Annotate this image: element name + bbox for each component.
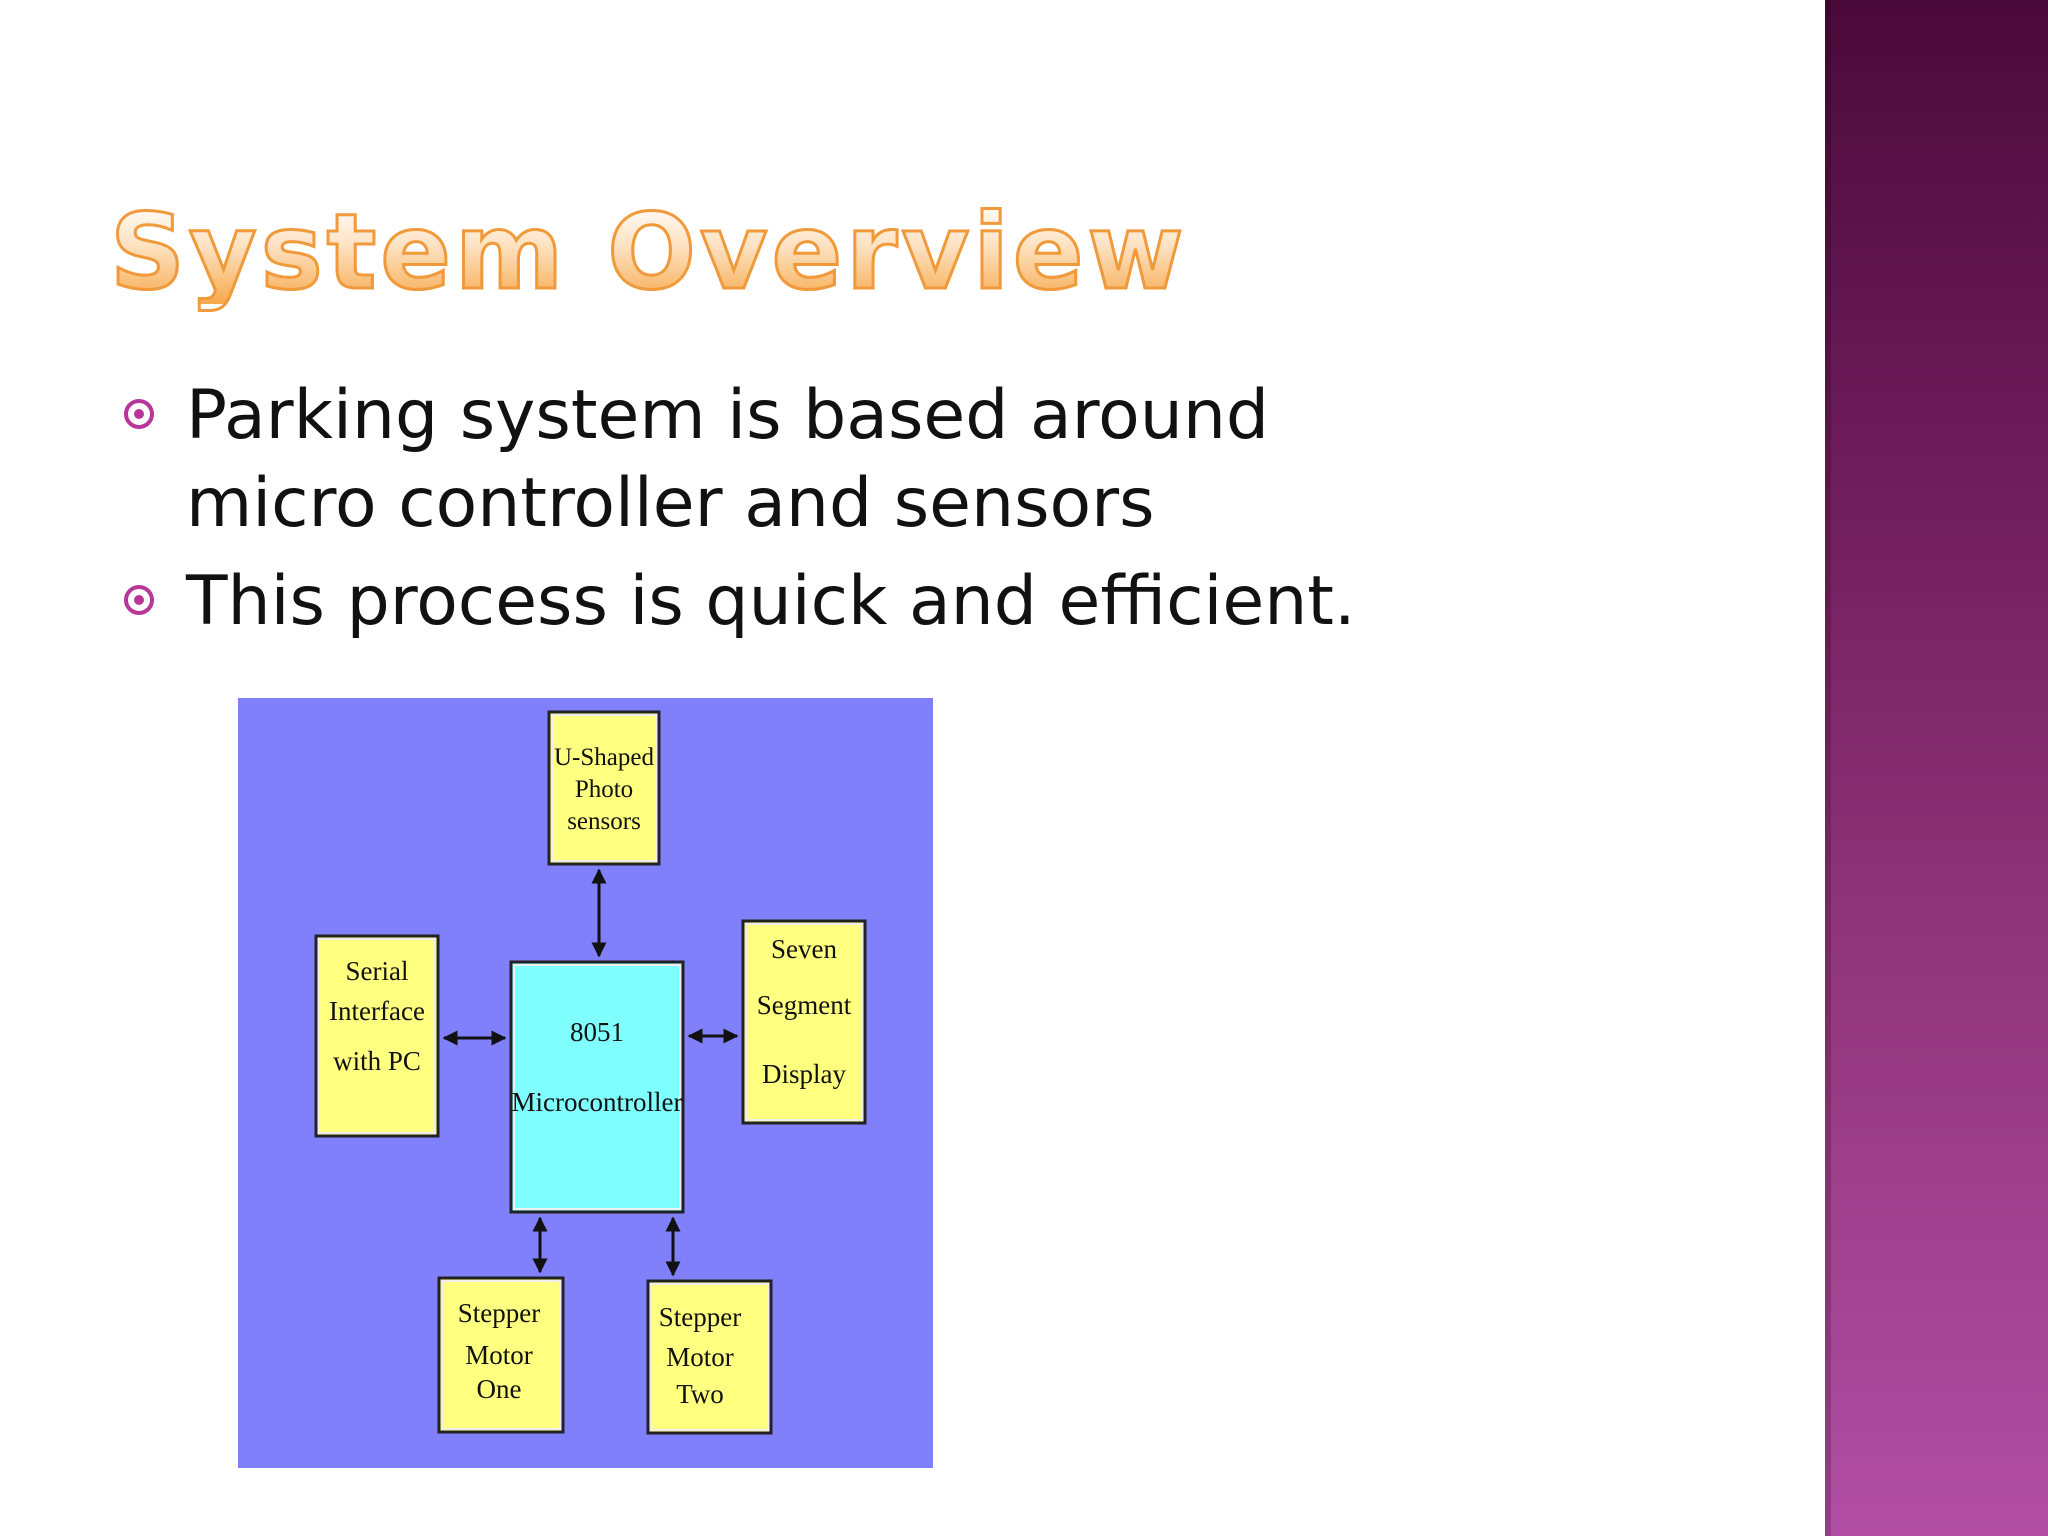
display-line-1: Seven: [771, 934, 837, 964]
motor-two-line-1: Stepper: [659, 1302, 741, 1332]
bullet-text: Parking system is based around micro con…: [186, 376, 1270, 543]
motor-two-line-3: Two: [676, 1379, 724, 1409]
photo-sensors-line-1: U-Shaped: [554, 744, 654, 771]
slide-title: System Overview: [109, 191, 1188, 313]
photo-sensors-line-2: Photo: [575, 776, 633, 803]
bullet-list: Parking system is based around micro con…: [120, 372, 1440, 656]
block-diagram: U-Shaped Photo sensors Serial Interface …: [238, 698, 933, 1468]
seven-segment-block: Seven Segment Display: [741, 919, 867, 1125]
motor-one-line-1: Stepper: [458, 1298, 540, 1328]
radio-bullet-icon: [124, 399, 154, 429]
motor-two-line-2: Motor: [666, 1342, 734, 1372]
controller-line-2: Microcontroller: [512, 1087, 683, 1117]
serial-interface-block: Serial Interface with PC: [314, 934, 440, 1138]
display-line-3: Display: [762, 1059, 846, 1089]
bullet-item: Parking system is based around micro con…: [120, 372, 1440, 548]
display-line-2: Segment: [757, 990, 852, 1020]
radio-bullet-icon: [124, 585, 154, 615]
controller-line-1: 8051: [570, 1017, 624, 1047]
side-band-edge: [1825, 0, 1831, 1536]
bullet-item: This process is quick and efficient.: [120, 558, 1440, 646]
motor-one-line-2: Motor: [465, 1340, 533, 1370]
serial-line-2: Interface: [329, 996, 425, 1026]
serial-line-3: with PC: [333, 1046, 421, 1076]
motor-one-line-3: One: [477, 1374, 522, 1404]
decorative-side-band: [1825, 0, 2048, 1536]
photo-sensors-line-3: sensors: [567, 808, 641, 835]
serial-line-1: Serial: [346, 956, 409, 986]
bullet-text: This process is quick and efficient.: [186, 562, 1356, 641]
stepper-motor-one-block: Stepper Motor One: [437, 1276, 565, 1434]
stepper-motor-two-block: Stepper Motor Two: [646, 1279, 773, 1435]
microcontroller-block: 8051 Microcontroller: [509, 960, 685, 1214]
photo-sensors-block: U-Shaped Photo sensors: [547, 710, 661, 866]
